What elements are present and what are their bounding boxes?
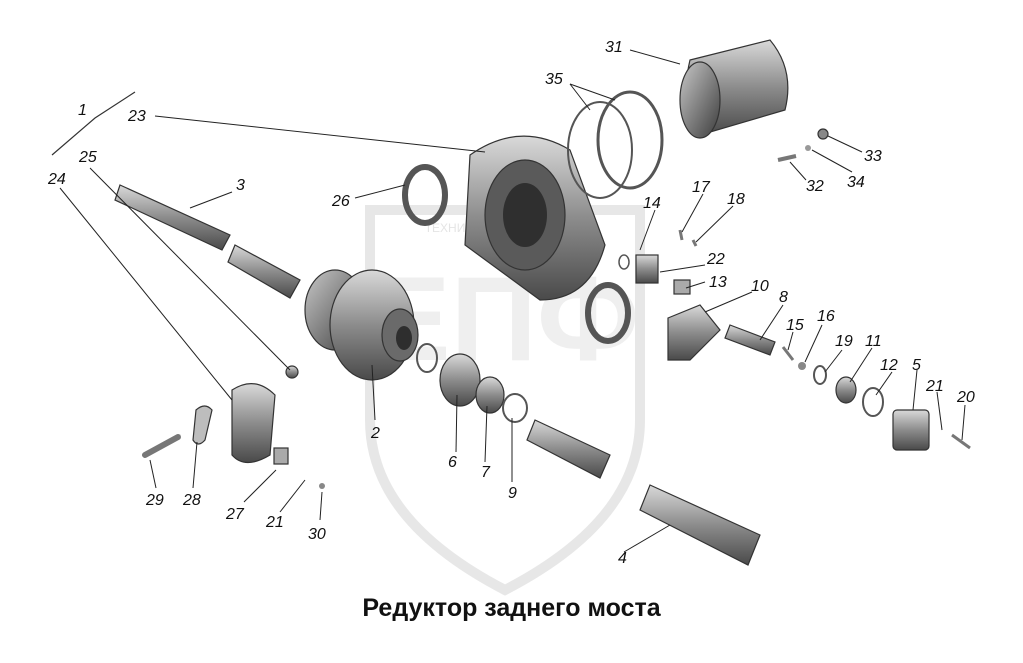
part-nut-33	[817, 128, 829, 140]
callout-14: 14	[643, 195, 661, 212]
callout-24: 24	[47, 171, 66, 188]
callout-17: 17	[692, 179, 711, 196]
callout-12: 12	[880, 357, 898, 374]
part-axle-shaft-left	[114, 184, 231, 251]
callout-11: 11	[865, 333, 882, 350]
callout-6: 6	[448, 454, 457, 471]
part-bearing-11	[835, 376, 857, 404]
part-gasket-outer	[596, 90, 664, 190]
callout-29: 29	[145, 492, 164, 509]
callout-13: 13	[709, 274, 727, 291]
callout-33: 33	[864, 148, 882, 165]
part-ring-9	[502, 393, 528, 423]
part-pin-30	[319, 483, 325, 489]
part-screw-17	[678, 229, 684, 241]
part-differential	[304, 269, 419, 381]
callout-1: 1	[78, 102, 87, 119]
callout-2: 2	[370, 425, 380, 442]
part-ring-14	[618, 254, 630, 270]
callout-21-left: 21	[265, 514, 284, 531]
callout-32: 32	[806, 178, 824, 195]
callout-25: 25	[78, 149, 97, 166]
part-shift-rod	[724, 324, 776, 356]
part-washer-34	[805, 145, 811, 151]
part-gasket-inner	[567, 101, 633, 199]
callout-22: 22	[706, 251, 725, 268]
callout-18: 18	[727, 191, 745, 208]
part-axle-shaft-right	[639, 484, 761, 566]
part-washer-16	[798, 362, 806, 370]
part-bearing-cap	[231, 383, 276, 464]
callout-16: 16	[817, 308, 835, 325]
part-bolt-29	[142, 434, 181, 458]
callout-26: 26	[331, 193, 350, 210]
part-gasket-12	[862, 387, 884, 417]
part-drive-pinion	[679, 39, 789, 139]
callout-31: 31	[605, 39, 623, 56]
callout-34: 34	[847, 174, 865, 191]
part-pin-15	[781, 346, 795, 361]
part-screw-18	[691, 239, 698, 247]
part-axle-spline-left	[227, 244, 301, 299]
callout-7: 7	[481, 464, 491, 481]
part-lock-22	[635, 254, 659, 284]
part-shim	[192, 405, 213, 445]
diagram-title: Редуктор заднего моста	[362, 594, 661, 622]
leader-lines	[59, 49, 966, 553]
part-bolt-20	[951, 433, 971, 450]
part-ring-19	[813, 365, 827, 385]
callout-3: 3	[236, 177, 245, 194]
callout-8: 8	[779, 289, 788, 306]
part-bearing-6	[439, 353, 481, 407]
part-stud-32	[777, 154, 797, 162]
part-wire	[51, 91, 136, 156]
part-axle-spline-right	[526, 419, 611, 479]
callout-4: 4	[618, 550, 627, 567]
callout-9: 9	[508, 485, 517, 502]
callout-19: 19	[835, 333, 853, 350]
callout-21-right: 21	[925, 378, 944, 395]
callout-35: 35	[545, 71, 563, 88]
callout-labels: 1 2 3 4 5 6 7 8 9 10 11 12 13 14 15 16 1…	[47, 39, 975, 567]
part-adjusting-nut-left	[402, 164, 448, 226]
part-carrier-housing	[464, 135, 606, 301]
part-snap-ring-left	[416, 343, 438, 373]
callout-28: 28	[182, 492, 201, 509]
part-adjusting-nut-right	[585, 282, 631, 344]
parts-illustration	[51, 39, 971, 566]
callout-10: 10	[751, 278, 769, 295]
part-shift-fork	[667, 304, 721, 361]
callout-20: 20	[956, 389, 975, 406]
callout-5: 5	[912, 357, 921, 374]
callout-27: 27	[225, 506, 245, 523]
part-shift-cylinder	[892, 409, 930, 451]
part-lock-plate	[273, 447, 289, 465]
part-bearing-7	[475, 376, 505, 414]
callout-30: 30	[308, 526, 326, 543]
callout-15: 15	[786, 317, 804, 334]
callout-23: 23	[127, 108, 146, 125]
